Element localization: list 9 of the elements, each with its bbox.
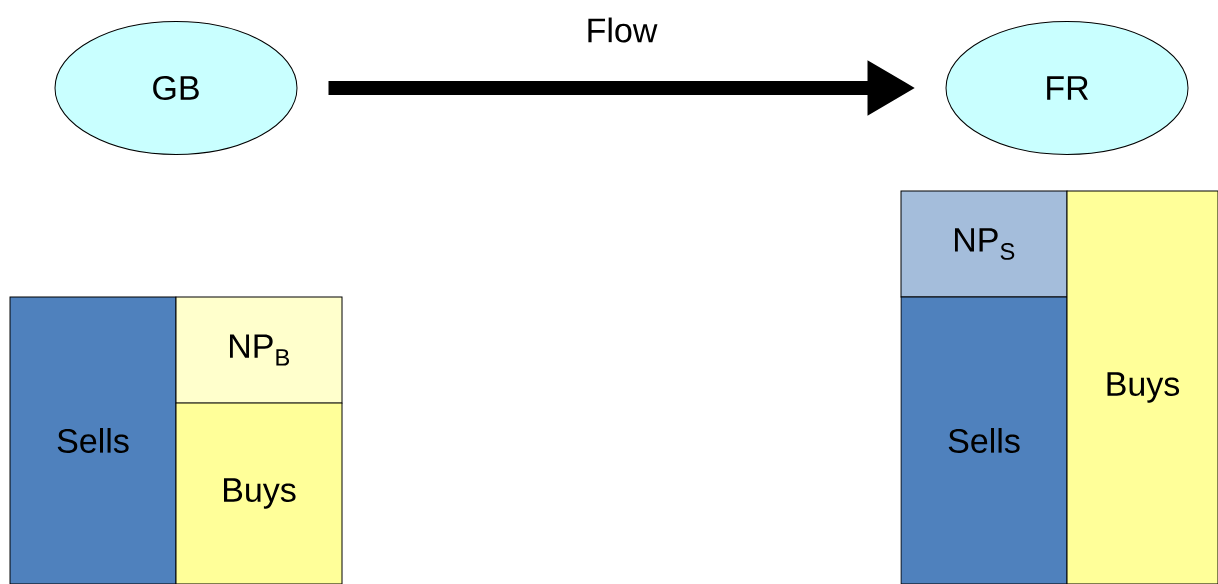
- oval: FR: [945, 21, 1189, 155]
- bar-segment: Buys: [175, 402, 343, 584]
- edge-label: Flow: [583, 15, 660, 45]
- bar-segment: Buys: [1066, 190, 1218, 584]
- bar-segment: NP$_{S}$: [900, 190, 1068, 298]
- bar-segment: NP$_{B}$: [175, 296, 343, 404]
- oval: GB: [54, 21, 298, 155]
- bar-segment: Sells: [9, 296, 177, 584]
- bar-segment: Sells: [900, 296, 1068, 584]
